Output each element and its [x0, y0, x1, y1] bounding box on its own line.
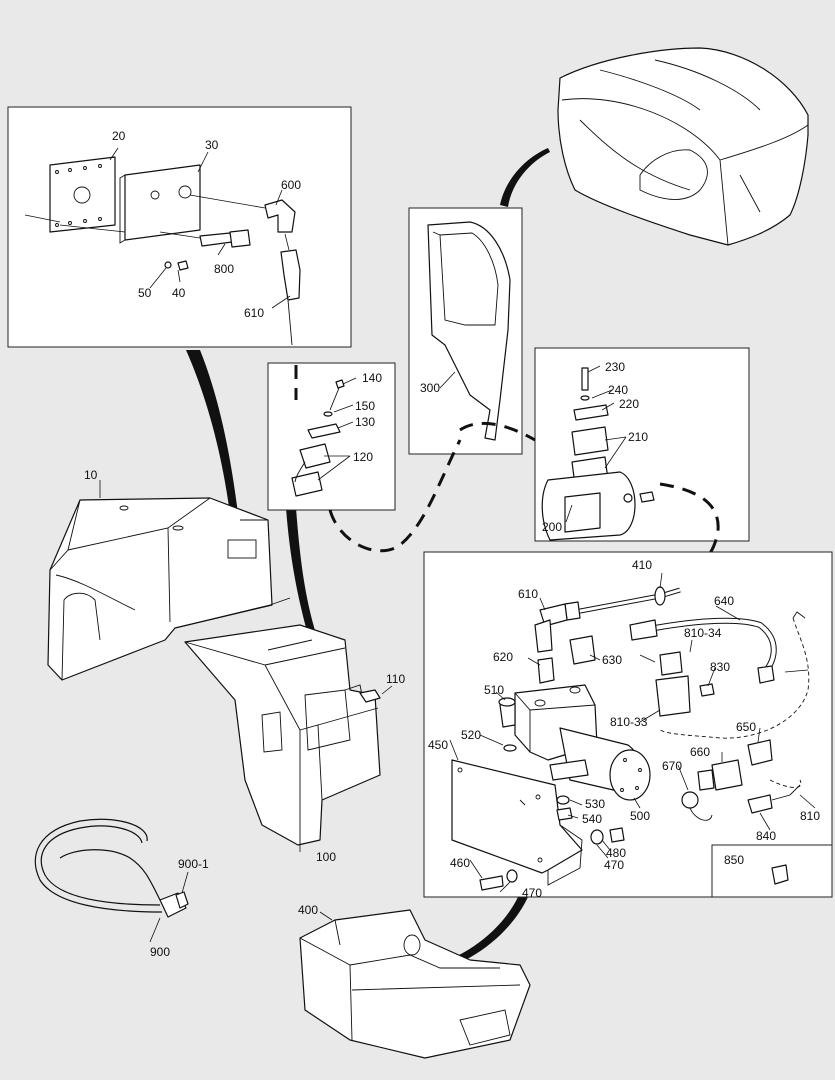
callout-130: 130: [355, 415, 375, 429]
callout-540: 540: [582, 812, 602, 826]
wiring-to-840: [769, 779, 802, 788]
body-panel-400: [299, 909, 531, 1059]
leader-lines: [99, 147, 816, 943]
fuse-850: [771, 864, 789, 885]
connector-line-hood: [500, 148, 550, 207]
callout-800: 800: [214, 262, 234, 276]
dashed-route-hose-4: [659, 482, 720, 564]
connectors-650-660-670-840: [681, 739, 801, 821]
body-panel-100: [184, 624, 381, 846]
bolt-800: [159, 229, 251, 248]
callout-810: 810: [800, 809, 820, 823]
callout-200: 200: [542, 520, 562, 534]
callout-400: 400: [298, 903, 318, 917]
washer-50-bolt-40: [164, 260, 189, 271]
callout-240: 240: [608, 383, 628, 397]
plate-30: [59, 164, 201, 244]
callout-470-right: 470: [604, 858, 624, 872]
bolt-460-nut-480: [479, 795, 625, 891]
callout-40: 40: [172, 286, 186, 300]
elbow-fitting-600: [189, 194, 296, 233]
fittings-610-620-630: [534, 619, 596, 684]
wire-top-right: [792, 611, 806, 619]
callout-900: 900: [150, 945, 170, 959]
callout-120: 120: [353, 450, 373, 464]
seal-300: [427, 221, 511, 441]
callout-640: 640: [714, 594, 734, 608]
callout-630: 630: [602, 653, 622, 667]
callout-150: 150: [355, 399, 375, 413]
callout-670: 670: [662, 759, 682, 773]
callout-210: 210: [628, 430, 648, 444]
detail-box-fuse: [711, 844, 833, 898]
motor-pump-500: [514, 684, 651, 801]
bracket-parts-200-240: [541, 367, 655, 541]
plate-20: [24, 156, 116, 233]
body-panel-10: [47, 497, 291, 681]
callout-840: 840: [756, 829, 776, 843]
hose-900: [34, 818, 189, 918]
dashed-route-hose-2: [328, 439, 462, 553]
callout-660: 660: [690, 745, 710, 759]
hood-part: [557, 47, 809, 246]
bolt-510-washer-520: [498, 697, 517, 752]
callout-610-top: 610: [244, 306, 264, 320]
callout-620: 620: [493, 650, 513, 664]
clamp-parts-120-150: [291, 379, 345, 497]
detail-box-hose-clamp: [267, 362, 396, 511]
callout-600: 600: [281, 178, 301, 192]
connector-line-mid: [286, 508, 318, 642]
callout-520: 520: [461, 728, 481, 742]
callout-20: 20: [112, 129, 126, 143]
callout-810-34: 810-34: [684, 626, 722, 640]
callout-510: 510: [484, 683, 504, 697]
callout-610-right: 610: [518, 587, 538, 601]
callout-300: 300: [420, 381, 440, 395]
callout-100: 100: [316, 850, 336, 864]
callout-500: 500: [630, 809, 650, 823]
dashed-route-hose-3: [459, 421, 536, 442]
callout-110: 110: [386, 672, 405, 686]
callout-10: 10: [84, 468, 98, 482]
callout-460: 460: [450, 856, 470, 870]
callout-480: 480: [606, 846, 626, 860]
callout-30: 30: [205, 138, 219, 152]
connector-line-left: [186, 350, 240, 530]
mounting-plate-450: [451, 759, 583, 886]
callout-530: 530: [585, 797, 605, 811]
wiring-harness-dashed: [659, 617, 810, 739]
callout-410: 410: [632, 558, 652, 572]
hose-610-top: [280, 233, 301, 346]
callout-650: 650: [736, 720, 756, 734]
callout-810-33: 810-33: [610, 715, 648, 729]
callout-140: 140: [362, 371, 382, 385]
callout-850: 850: [724, 853, 744, 867]
callout-230: 230: [605, 360, 625, 374]
callout-470-bottom: 470: [522, 886, 542, 900]
callout-50: 50: [138, 286, 152, 300]
small-part-110: [359, 685, 393, 703]
hose-640: [539, 586, 777, 684]
relay-810-34: [655, 651, 715, 717]
callout-830: 830: [710, 660, 730, 674]
callout-900-1: 900-1: [178, 857, 209, 871]
callout-450: 450: [428, 738, 448, 752]
callout-220: 220: [619, 397, 639, 411]
